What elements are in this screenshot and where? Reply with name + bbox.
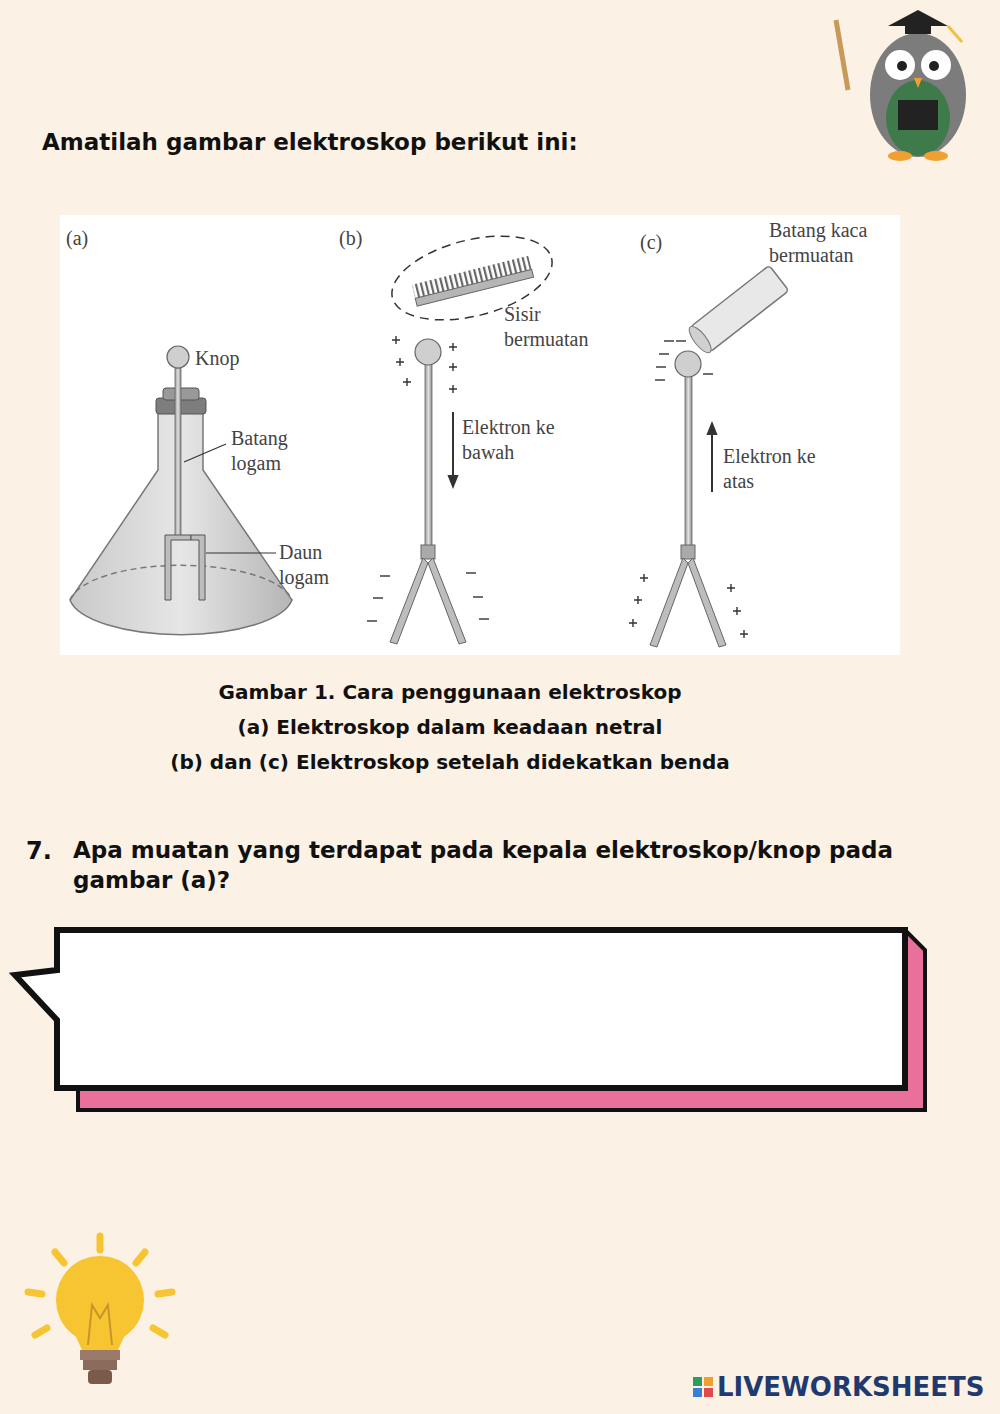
negative-charge bbox=[703, 373, 713, 374]
electron-arrow bbox=[452, 412, 454, 482]
positive-charge bbox=[449, 343, 457, 351]
negative-charge bbox=[659, 353, 669, 354]
positive-charge bbox=[727, 584, 735, 592]
negative-charge bbox=[479, 618, 489, 619]
leader-line bbox=[206, 552, 276, 553]
part-label: Knop bbox=[195, 346, 239, 371]
figure-letter: (b) bbox=[339, 226, 362, 251]
positive-charge bbox=[403, 378, 411, 386]
positive-charge bbox=[392, 336, 400, 344]
caption-line: (a) Elektroskop dalam keadaan netral bbox=[100, 714, 800, 740]
negative-charge bbox=[466, 572, 476, 573]
part-label: Batang kaca bermuatan bbox=[769, 218, 895, 268]
question-number: 7. bbox=[26, 836, 52, 867]
worksheet-title: Amatilah gambar elektroskop berikut ini: bbox=[42, 128, 578, 158]
negative-charge bbox=[473, 596, 483, 597]
answer-box bbox=[15, 930, 925, 1110]
electroscope-a bbox=[70, 346, 292, 635]
positive-charge bbox=[449, 385, 457, 393]
image-panel bbox=[60, 215, 900, 655]
leader-line bbox=[184, 444, 226, 462]
electron-arrow bbox=[711, 428, 713, 492]
figure-letter: (a) bbox=[66, 226, 88, 251]
annotation: Elektron ke atas bbox=[723, 444, 827, 494]
part-label: Daun logam bbox=[279, 540, 351, 590]
question-text: Apa muatan yang terdapat pada kepala ele… bbox=[73, 836, 958, 896]
lightbulb-icon bbox=[28, 1236, 172, 1384]
caption-line: Gambar 1. Cara penggunaan elektroskop bbox=[100, 679, 800, 705]
positive-charge bbox=[733, 607, 741, 615]
part-label: Batang logam bbox=[231, 426, 311, 476]
part-label: Sisir bermuatan bbox=[504, 302, 616, 352]
negative-charge bbox=[676, 340, 686, 341]
negative-charge bbox=[380, 575, 390, 576]
negative-charge bbox=[373, 597, 383, 598]
positive-charge bbox=[629, 619, 637, 627]
positive-charge bbox=[640, 574, 648, 582]
negative-charge bbox=[664, 340, 674, 341]
figure-letter: (c) bbox=[640, 230, 662, 255]
negative-charge bbox=[655, 379, 665, 380]
annotation: Elektron ke bawah bbox=[462, 415, 566, 465]
logo-mark bbox=[693, 1377, 713, 1397]
positive-charge bbox=[449, 363, 457, 371]
positive-charge bbox=[396, 358, 404, 366]
positive-charge bbox=[740, 630, 748, 638]
charge-signs bbox=[367, 336, 748, 638]
owl-icon bbox=[836, 10, 966, 161]
negative-charge bbox=[367, 620, 377, 621]
caption-line: (b) dan (c) Elektroskop setelah didekatk… bbox=[100, 749, 800, 775]
positive-charge bbox=[634, 596, 642, 604]
watermark: LIVEWORKSHEETS bbox=[717, 1371, 985, 1405]
negative-charge bbox=[656, 366, 666, 367]
